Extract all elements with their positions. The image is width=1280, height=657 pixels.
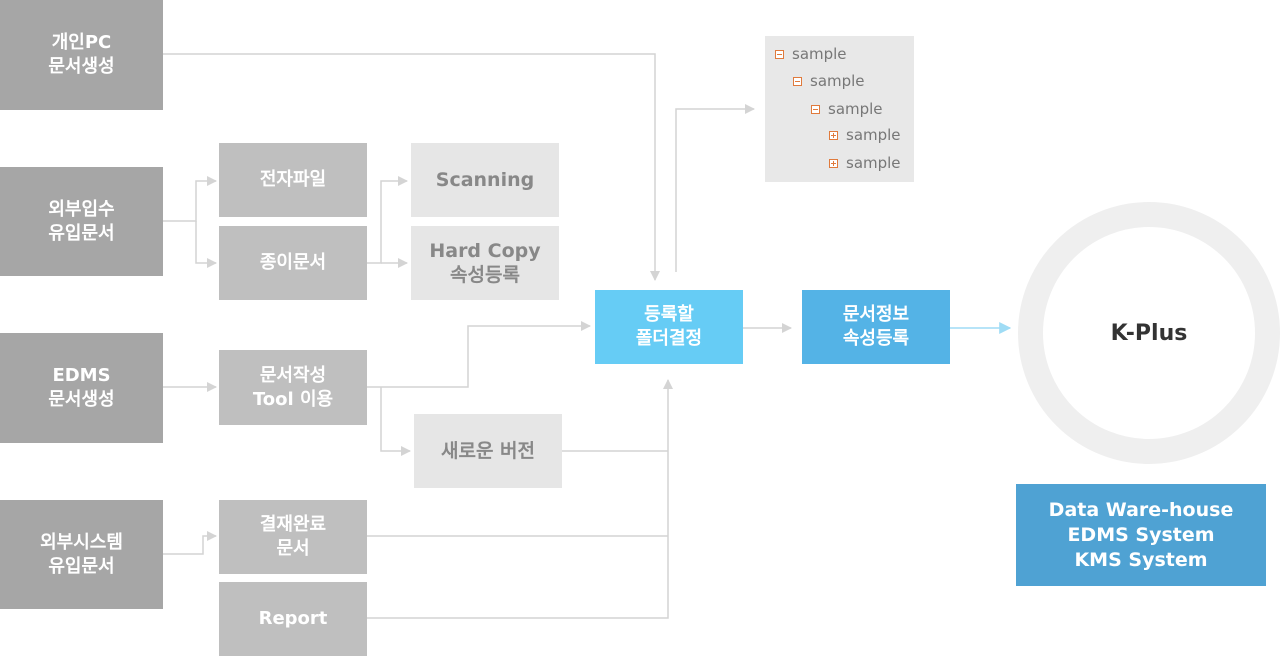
report-box: Report bbox=[219, 582, 367, 656]
systems-box: Data Ware-house EDMS System KMS System bbox=[1016, 484, 1266, 586]
system-item: EDMS System bbox=[1067, 523, 1215, 546]
hard-copy-box: Hard Copy 속성등록 bbox=[411, 226, 559, 300]
electronic-file-box: 전자파일 bbox=[219, 143, 367, 217]
source-external-system: 외부시스템 유입문서 bbox=[0, 500, 163, 609]
paper-doc-label: 종이문서 bbox=[259, 252, 327, 273]
source-external-system-line1: 외부시스템 bbox=[40, 531, 123, 553]
source-personal-pc: 개인PC 문서생성 bbox=[0, 0, 163, 110]
expand-icon[interactable] bbox=[829, 158, 838, 168]
approval-done-box: 결재완료 문서 bbox=[219, 500, 367, 574]
doc-tool-line1: 문서작성 bbox=[259, 364, 327, 386]
source-edms-line2: 문서생성 bbox=[48, 389, 115, 410]
tree-item-label: sample bbox=[846, 154, 901, 172]
hard-copy-line2: 속성등록 bbox=[450, 264, 520, 286]
source-personal-pc-line2: 문서생성 bbox=[48, 56, 115, 77]
doc-tool-box: 문서작성 Tool 이용 bbox=[219, 350, 367, 425]
doc-tool-line2: Tool 이용 bbox=[252, 388, 334, 410]
source-external-intake: 외부입수 유입문서 bbox=[0, 167, 163, 276]
report-label: Report bbox=[258, 608, 328, 629]
paper-doc-box: 종이문서 bbox=[219, 226, 367, 300]
tree-item[interactable]: sample bbox=[775, 45, 847, 63]
collapse-icon[interactable] bbox=[775, 49, 784, 59]
new-version-label: 새로운 버전 bbox=[440, 440, 535, 462]
register-attrs-line2: 속성등록 bbox=[842, 328, 910, 349]
tree-item-label: sample bbox=[792, 45, 847, 63]
scanning-label: Scanning bbox=[435, 169, 535, 191]
approval-done-line1: 결재완료 bbox=[259, 514, 327, 535]
source-external-intake-line1: 외부입수 bbox=[48, 198, 115, 220]
source-edms-line1: EDMS bbox=[52, 365, 111, 386]
decide-folder-box: 등록할 폴더결정 bbox=[595, 290, 743, 364]
tree-item[interactable]: sample bbox=[829, 126, 901, 144]
tree-item[interactable]: sample bbox=[793, 72, 865, 90]
kplus-label: K-Plus bbox=[1110, 320, 1188, 346]
kplus-ring: K-Plus bbox=[1018, 202, 1280, 464]
source-external-intake-line2: 유입문서 bbox=[48, 222, 115, 244]
register-attrs-line1: 문서정보 bbox=[842, 304, 910, 325]
folder-tree: sample sample sample sample sample bbox=[765, 36, 914, 182]
tree-item-label: sample bbox=[810, 72, 865, 90]
decide-folder-line2: 폴더결정 bbox=[635, 328, 703, 349]
tree-item-label: sample bbox=[846, 126, 901, 144]
collapse-icon[interactable] bbox=[811, 104, 820, 114]
source-edms: EDMS 문서생성 bbox=[0, 333, 163, 443]
system-item: Data Ware-house bbox=[1048, 498, 1234, 521]
tree-item[interactable]: sample bbox=[811, 100, 883, 118]
source-external-system-line2: 유입문서 bbox=[48, 555, 115, 577]
electronic-file-label: 전자파일 bbox=[259, 169, 327, 190]
register-attrs-box: 문서정보 속성등록 bbox=[802, 290, 950, 364]
decide-folder-line1: 등록할 bbox=[644, 304, 694, 325]
collapse-icon[interactable] bbox=[793, 76, 802, 86]
approval-done-line2: 문서 bbox=[276, 538, 310, 559]
hard-copy-line1: Hard Copy bbox=[429, 240, 541, 262]
system-item: KMS System bbox=[1074, 548, 1208, 571]
new-version-box: 새로운 버전 bbox=[414, 414, 562, 488]
tree-item[interactable]: sample bbox=[829, 154, 901, 172]
source-personal-pc-line1: 개인PC bbox=[51, 32, 112, 53]
expand-icon[interactable] bbox=[829, 130, 838, 140]
scanning-box: Scanning bbox=[411, 143, 559, 217]
tree-item-label: sample bbox=[828, 100, 883, 118]
